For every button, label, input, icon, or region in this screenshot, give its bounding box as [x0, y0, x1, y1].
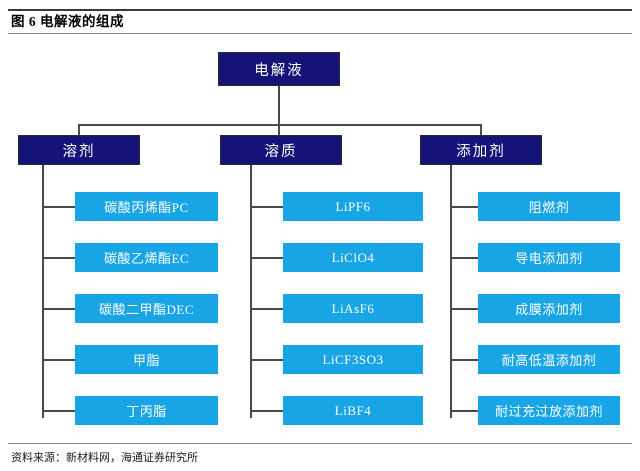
connector-stub-b3-c3 [450, 308, 478, 310]
node-leaf-additive-5[interactable]: 耐过充过放添加剂 [478, 396, 620, 425]
connector-stub-b2-c4 [250, 359, 283, 361]
connector-stub-b3-c5 [450, 410, 478, 412]
footer-rule [8, 443, 632, 444]
connector-stub-b3-c1 [450, 206, 478, 208]
title-bottom-rule [8, 33, 632, 34]
source-note: 资料来源：新材料网，海通证券研究所 [11, 452, 198, 464]
node-root-electrolyte[interactable]: 电解液 [218, 52, 340, 86]
connector-root-stem [278, 86, 280, 125]
node-leaf-solute-2[interactable]: LiClO4 [283, 243, 423, 272]
node-leaf-solvent-1[interactable]: 碳酸丙烯酯PC [75, 192, 218, 221]
node-branch-solute[interactable]: 溶质 [220, 135, 342, 165]
node-leaf-solvent-5[interactable]: 丁丙脂 [75, 396, 218, 425]
connector-level2-bus [78, 124, 482, 126]
org-chart-diagram: 电解液 溶剂 溶质 添加剂 碳酸丙烯酯PC 碳酸乙烯酯EC 碳酸二甲酯DEC 甲… [0, 34, 640, 443]
node-leaf-solute-1[interactable]: LiPF6 [283, 192, 423, 221]
connector-trunk-branch-2 [250, 165, 252, 418]
node-leaf-solute-3[interactable]: LiAsF6 [283, 294, 423, 323]
connector-stub-b1-c2 [42, 257, 75, 259]
connector-trunk-stem-branch-1 [42, 165, 44, 169]
connector-drop-branch-2 [278, 124, 280, 136]
connector-stub-b1-c4 [42, 359, 75, 361]
connector-drop-branch-3 [480, 124, 482, 136]
connector-stub-b3-c2 [450, 257, 478, 259]
node-branch-additive[interactable]: 添加剂 [420, 135, 542, 165]
connector-drop-branch-1 [78, 124, 80, 136]
connector-stub-b1-c3 [42, 308, 75, 310]
connector-stub-b2-c2 [250, 257, 283, 259]
connector-stub-b2-c5 [250, 410, 283, 412]
connector-stub-b1-c5 [42, 410, 75, 412]
node-leaf-solute-5[interactable]: LiBF4 [283, 396, 423, 425]
node-leaf-additive-2[interactable]: 导电添加剂 [478, 243, 620, 272]
connector-stub-b3-c4 [450, 359, 478, 361]
node-leaf-solvent-2[interactable]: 碳酸乙烯酯EC [75, 243, 218, 272]
connector-trunk-branch-3 [450, 165, 452, 418]
node-leaf-solvent-3[interactable]: 碳酸二甲酯DEC [75, 294, 218, 323]
connector-stub-b2-c3 [250, 308, 283, 310]
connector-trunk-branch-1 [42, 165, 44, 418]
node-leaf-additive-3[interactable]: 成膜添加剂 [478, 294, 620, 323]
figure-title: 图 6 电解液的组成 [11, 14, 124, 29]
node-leaf-solvent-4[interactable]: 甲脂 [75, 345, 218, 374]
connector-stub-b2-c1 [250, 206, 283, 208]
node-leaf-additive-1[interactable]: 阻燃剂 [478, 192, 620, 221]
title-top-rule [8, 9, 632, 11]
node-leaf-solute-4[interactable]: LiCF3SO3 [283, 345, 423, 374]
node-branch-solvent[interactable]: 溶剂 [18, 135, 140, 165]
node-leaf-additive-4[interactable]: 耐高低温添加剂 [478, 345, 620, 374]
connector-stub-b1-c1 [42, 206, 75, 208]
